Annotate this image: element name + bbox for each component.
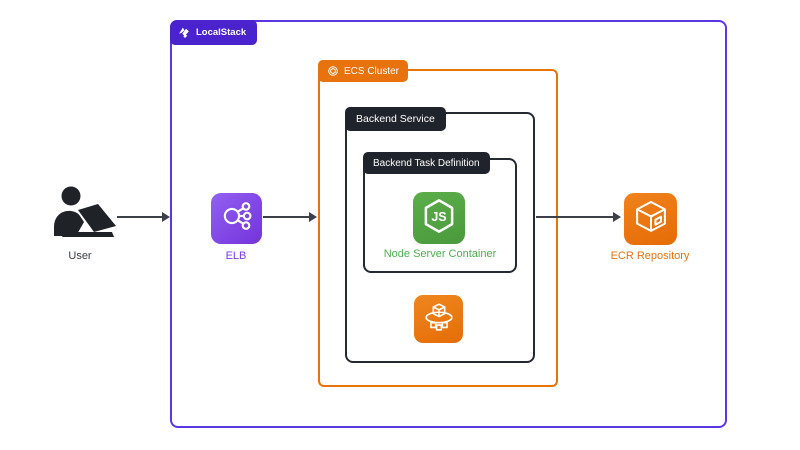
ecs-service-node xyxy=(414,295,463,343)
ecs-cluster-tab-label: ECS Cluster xyxy=(344,65,400,77)
ecr-repository-cube-icon xyxy=(631,197,671,242)
user-at-laptop-icon xyxy=(50,186,118,248)
localstack-tab-label: LocalStack xyxy=(196,27,247,38)
arrowhead-icon xyxy=(162,212,170,222)
localstack-tab: LocalStack xyxy=(170,20,258,45)
ecs-cluster-icon xyxy=(327,65,339,77)
nodejs-hexagon-icon: JS xyxy=(419,196,459,241)
node-server-container-label: Node Server Container xyxy=(383,248,497,260)
arrow-backend-service-to-ecr xyxy=(536,212,621,222)
ecr-repository-label: ECR Repository xyxy=(610,250,690,262)
ecr-repository-node xyxy=(624,193,677,245)
arrowhead-icon xyxy=(309,212,317,222)
backend-task-definition-tab: Backend Task Definition xyxy=(363,152,490,174)
localstack-logo-icon xyxy=(178,26,191,39)
node-server-container-node: JS xyxy=(413,192,465,244)
arrow-user-to-localstack xyxy=(117,212,170,222)
backend-service-tab-label: Backend Service xyxy=(356,113,435,125)
nodejs-js-text: JS xyxy=(431,210,446,224)
user-label: User xyxy=(68,250,92,262)
elb-label: ELB xyxy=(225,250,247,262)
arrow-elb-to-ecs-cluster xyxy=(263,212,317,222)
backend-task-definition-tab-label: Backend Task Definition xyxy=(373,157,480,169)
elb-node xyxy=(211,193,262,244)
backend-service-tab: Backend Service xyxy=(345,107,446,131)
ecs-service-cube-icon xyxy=(420,298,458,341)
elastic-load-balancer-icon xyxy=(219,198,255,239)
user-node xyxy=(50,186,118,244)
arrowhead-icon xyxy=(613,212,621,222)
ecs-cluster-tab: ECS Cluster xyxy=(318,60,409,82)
